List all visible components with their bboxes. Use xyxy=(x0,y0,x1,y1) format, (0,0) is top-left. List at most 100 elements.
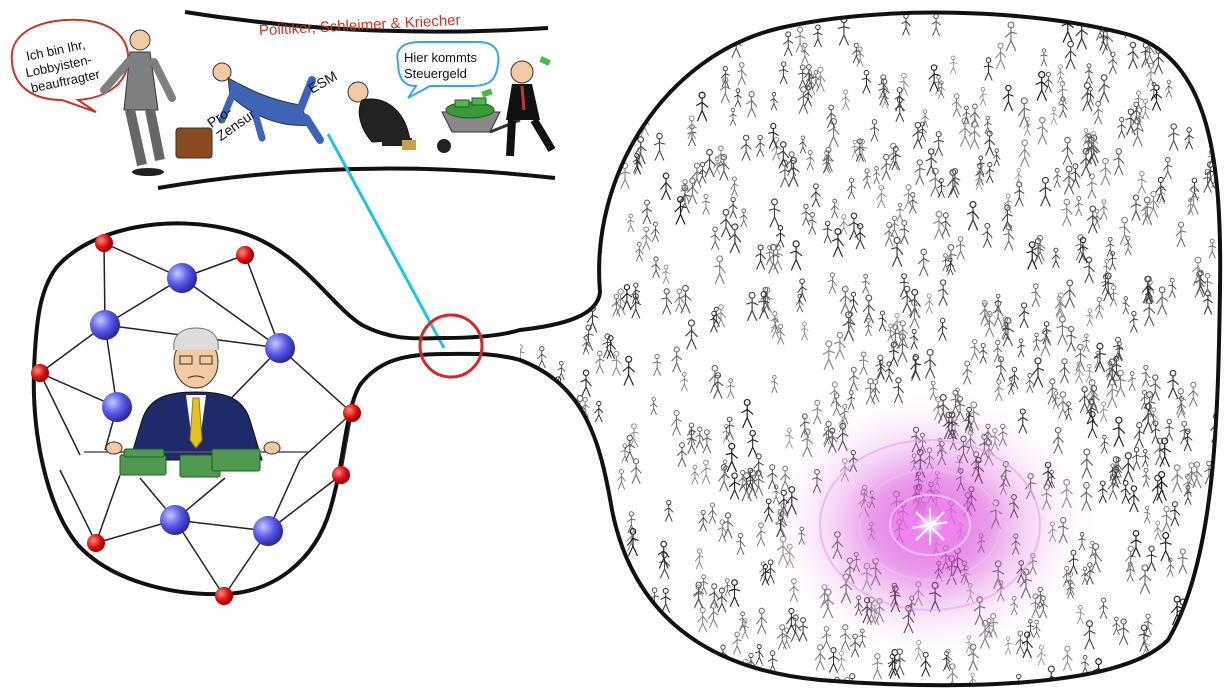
stick-figure-icon xyxy=(1009,366,1020,390)
stick-figure-icon xyxy=(914,159,926,186)
stick-figure-icon xyxy=(1150,84,1163,111)
stick-figure-icon xyxy=(1056,315,1069,346)
stick-figure-icon xyxy=(1017,97,1031,128)
stick-figure-icon xyxy=(1131,117,1144,147)
stick-figure-icon xyxy=(1163,12,1175,39)
stick-figure-icon xyxy=(1188,61,1197,82)
stick-figure-icon xyxy=(795,293,804,313)
stick-figure-icon xyxy=(1159,532,1172,562)
stick-figure-icon xyxy=(626,511,636,533)
stick-figure-icon xyxy=(1079,147,1093,177)
stick-figure-icon xyxy=(1121,452,1135,483)
stick-figure-icon xyxy=(1161,506,1173,532)
stick-figure-icon xyxy=(908,192,918,214)
stick-figure-icon xyxy=(789,240,803,271)
stick-figure-icon xyxy=(1108,251,1117,271)
stick-figure-icon xyxy=(814,644,826,671)
stick-figure-icon xyxy=(1158,437,1171,468)
stick-figure-icon xyxy=(1081,82,1094,112)
stick-figure-icon xyxy=(869,119,880,142)
stick-figure-icon xyxy=(940,212,952,237)
stick-figure-icon xyxy=(1061,198,1073,227)
stick-figure-icon xyxy=(1118,216,1131,245)
stick-figure-icon xyxy=(1034,234,1046,262)
stick-figure-icon xyxy=(784,427,794,449)
stick-figure-icon xyxy=(1036,644,1046,666)
stick-figure-icon xyxy=(1112,336,1124,362)
stick-figure-icon xyxy=(872,166,881,185)
network-outer-node xyxy=(236,246,254,264)
stick-figure-icon xyxy=(861,273,870,294)
stick-figure-icon xyxy=(1211,634,1221,659)
stick-figure-icon xyxy=(678,679,689,686)
stick-figure-icon xyxy=(1182,13,1190,32)
stick-figure-icon xyxy=(1183,473,1193,497)
stick-figure-icon xyxy=(520,344,525,366)
stick-figure-icon xyxy=(1187,596,1197,617)
stick-figure-icon xyxy=(671,346,683,373)
stick-figure-icon xyxy=(760,564,770,586)
stick-figure-icon xyxy=(1046,378,1058,405)
stick-figure-icon xyxy=(605,335,616,360)
stick-figure-icon xyxy=(1120,480,1131,504)
taxmoney-bubble-outline xyxy=(396,41,500,99)
stick-figure-icon xyxy=(779,159,791,188)
stick-figure-icon xyxy=(800,42,810,64)
stick-figure-icon xyxy=(777,141,790,169)
stick-figure-icon xyxy=(660,172,672,201)
stick-figure-icon xyxy=(651,221,660,242)
stick-figure-icon xyxy=(1191,256,1205,286)
stick-figure-icon xyxy=(851,42,861,64)
stick-figure-icon xyxy=(1050,106,1058,125)
stick-figure-icon xyxy=(1107,686,1119,692)
stick-figure-icon xyxy=(849,291,858,313)
stick-figure-icon xyxy=(805,70,814,90)
stick-figure-icon xyxy=(1097,480,1108,504)
bottleneck-circle xyxy=(418,313,484,379)
stick-figure-icon xyxy=(994,293,1003,313)
stick-figure-icon xyxy=(1093,100,1104,125)
stick-figure-icon xyxy=(1059,358,1070,384)
stick-figure-icon xyxy=(626,112,636,135)
stick-figure-icon xyxy=(753,469,765,496)
stick-figure-icon xyxy=(831,393,842,417)
stick-figure-icon xyxy=(899,273,909,298)
stick-figure-icon xyxy=(719,77,731,104)
stick-figure-icon xyxy=(1149,81,1158,102)
stick-figure-icon xyxy=(962,360,973,385)
stick-figure-icon xyxy=(1063,279,1076,308)
svg-text:Hier kommts Steuergeld: Hier kommts Steuergeld xyxy=(404,50,481,81)
starburst-icon xyxy=(911,508,949,545)
stick-figure-icon xyxy=(827,272,837,294)
stick-figure-icon xyxy=(582,335,591,355)
stick-figure-icon xyxy=(1086,173,1098,199)
connector-line xyxy=(326,133,446,349)
taxmoney-speech-bubble: Hier kommts Steuergeld xyxy=(396,41,500,99)
stick-figure-icon xyxy=(728,579,741,608)
stick-figure-icon xyxy=(1165,79,1173,98)
stick-figure-icon xyxy=(1114,369,1127,398)
stick-figure-icon xyxy=(842,311,855,342)
stick-figure-icon xyxy=(728,472,741,500)
stick-figure-icon xyxy=(1168,28,1176,47)
stick-figure-icon xyxy=(1130,530,1142,558)
network-outer-node xyxy=(95,234,113,252)
stick-figure-icon xyxy=(767,243,780,275)
stick-figure-icon xyxy=(1039,176,1052,207)
stick-figure-icon xyxy=(812,399,823,425)
stick-figure-icon xyxy=(754,644,764,665)
stick-figure-icon xyxy=(694,548,704,570)
stick-figure-icon xyxy=(1147,190,1160,218)
stick-figure-icon xyxy=(1105,360,1114,381)
network-outer-node xyxy=(87,534,105,552)
stick-figure-icon xyxy=(1221,684,1226,692)
money-stacks-icon xyxy=(119,448,261,478)
stick-figure-icon xyxy=(1157,24,1167,45)
stick-figure-icon xyxy=(775,225,786,248)
stick-figure-icon xyxy=(716,587,728,613)
stick-figure-icon xyxy=(1058,96,1068,118)
stick-figure-icon xyxy=(1205,582,1214,603)
stick-figure-icon xyxy=(851,139,859,158)
stick-figure-icon xyxy=(854,223,866,250)
